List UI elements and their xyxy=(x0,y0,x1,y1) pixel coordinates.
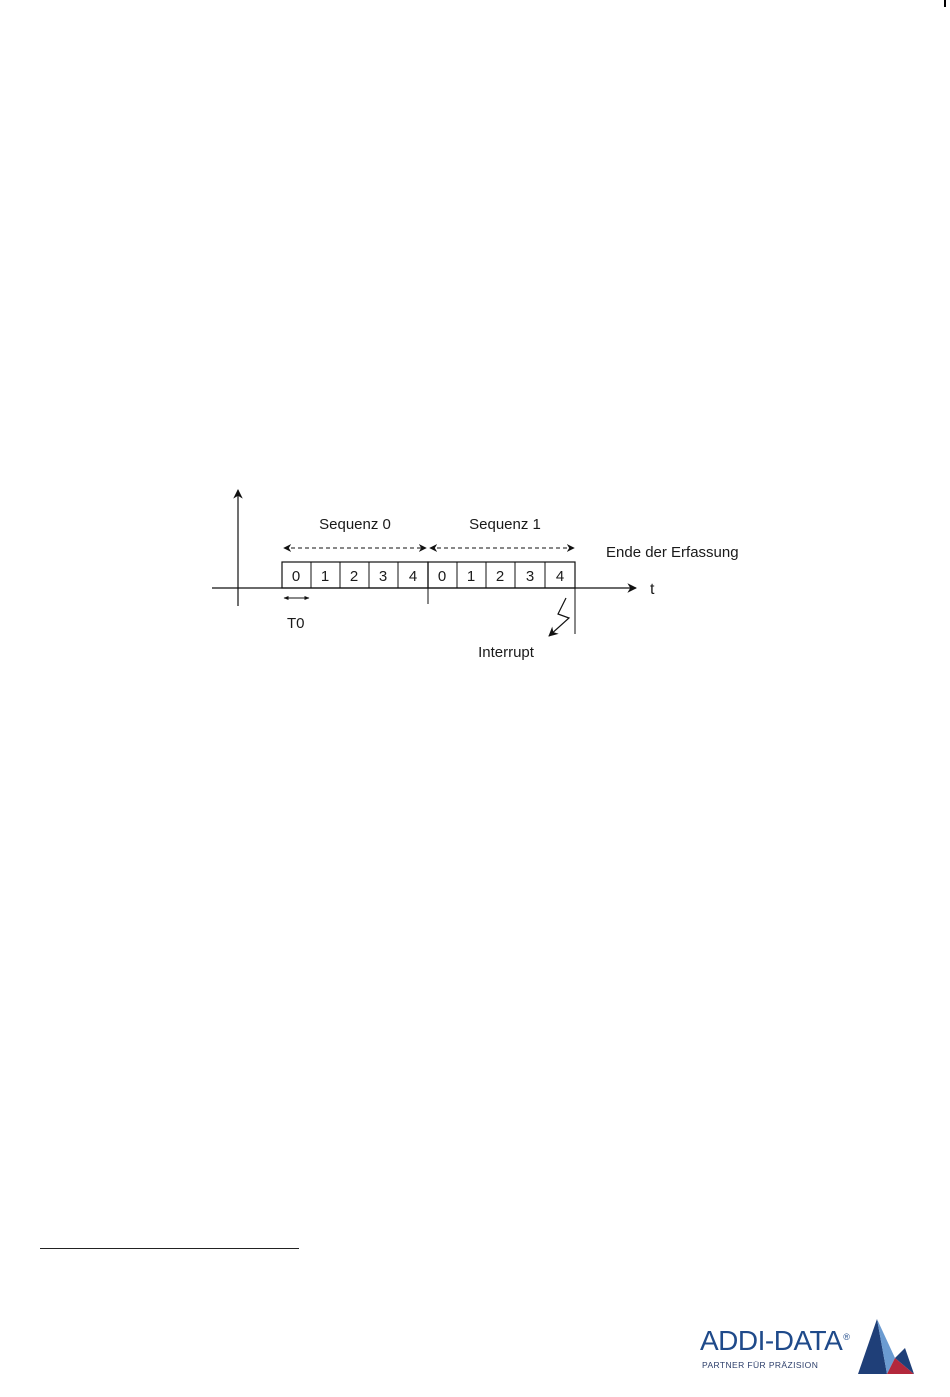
period-label: T0 xyxy=(287,615,305,632)
slot-number: 3 xyxy=(379,568,387,585)
slot-number: 1 xyxy=(321,568,329,585)
logo-brand-text: ADDI-DATA xyxy=(700,1325,842,1356)
slot-number: 1 xyxy=(467,568,475,585)
interrupt-arrow xyxy=(549,598,569,636)
slot-number: 3 xyxy=(526,568,534,585)
interrupt-label: Interrupt xyxy=(478,644,535,661)
footnote-divider xyxy=(40,1248,299,1249)
sequence-0-label: Sequenz 0 xyxy=(319,516,391,533)
sequence-1-label: Sequenz 1 xyxy=(469,516,541,533)
slot-number: 4 xyxy=(409,568,417,585)
logo-registered-mark: ® xyxy=(843,1332,849,1342)
logo-wordmark: ADDI-DATA® xyxy=(700,1325,849,1357)
slot-number: 0 xyxy=(438,568,446,585)
slot-number: 4 xyxy=(556,568,564,585)
slot-number: 2 xyxy=(350,568,358,585)
time-axis-label: t xyxy=(650,581,655,598)
slot-number: 0 xyxy=(292,568,300,585)
logo-tagline: PARTNER FÜR PRÄZISION xyxy=(702,1360,818,1370)
end-of-acquisition-label: Ende der Erfassung xyxy=(606,544,739,561)
company-logo: ADDI-DATA® PARTNER FÜR PRÄZISION xyxy=(700,1318,915,1382)
triangle-logo-icon xyxy=(857,1318,915,1376)
slot-number: 2 xyxy=(496,568,504,585)
